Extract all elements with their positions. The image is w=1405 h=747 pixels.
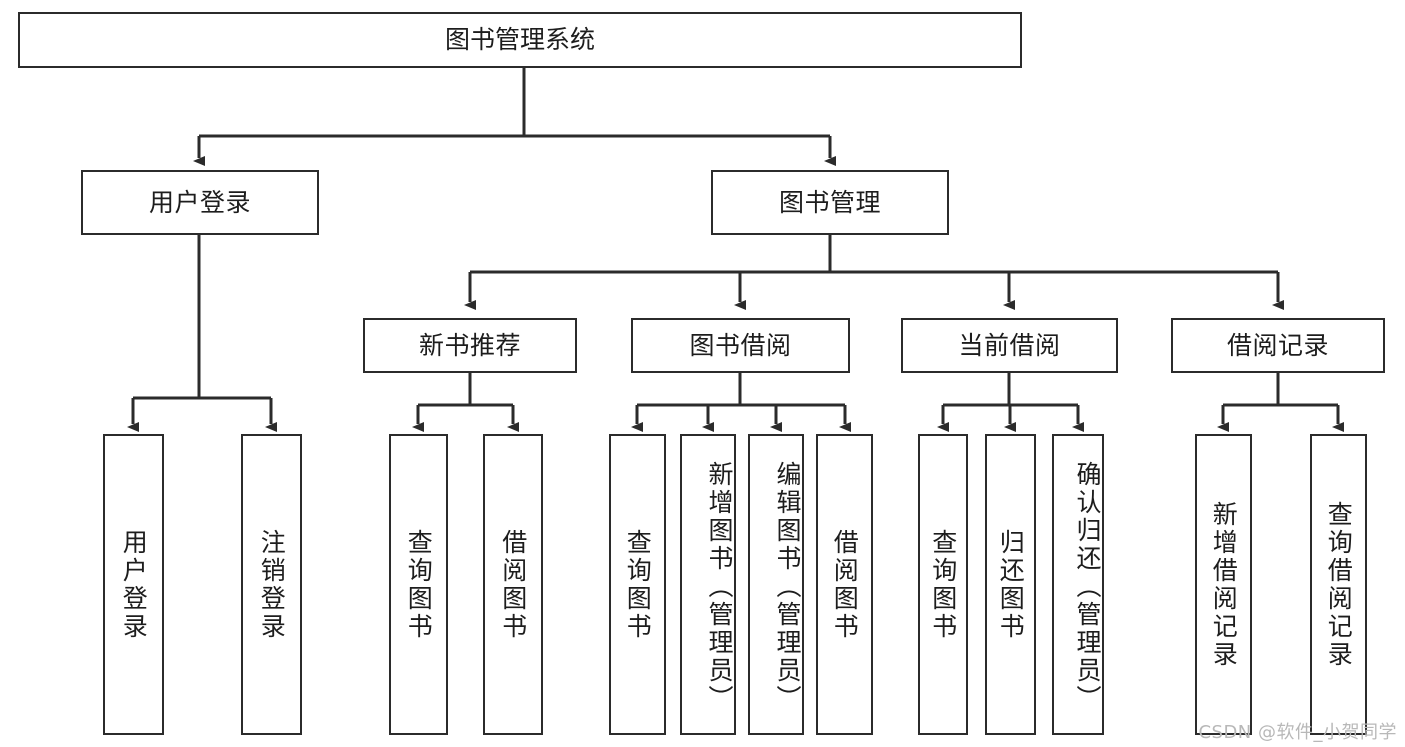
- node-root-label: 图书管理系统: [444, 25, 595, 55]
- node-borrow-records[interactable]: 借阅记录: [1171, 318, 1385, 373]
- node-leaf-borrow-book-new[interactable]: 借阅图书: [483, 434, 543, 735]
- node-new-book-recommend[interactable]: 新书推荐: [363, 318, 577, 373]
- node-leaf-query-book-current-label: 查询图书: [928, 528, 958, 641]
- node-leaf-query-book-current[interactable]: 查询图书: [918, 434, 968, 735]
- node-leaf-query-book-new[interactable]: 查询图书: [389, 434, 448, 735]
- node-leaf-query-borrow-record-label: 查询借阅记录: [1324, 500, 1354, 669]
- node-user-login[interactable]: 用户登录: [81, 170, 319, 235]
- node-user-login-label: 用户登录: [148, 187, 251, 217]
- node-book-borrow[interactable]: 图书借阅: [631, 318, 850, 373]
- node-leaf-borrow-book-label: 借阅图书: [830, 528, 860, 641]
- node-leaf-query-book-borrow[interactable]: 查询图书: [609, 434, 666, 735]
- node-leaf-user-login-label: 用户登录: [119, 528, 149, 641]
- node-borrow-records-label: 借阅记录: [1226, 330, 1329, 360]
- node-book-management-label: 图书管理: [778, 187, 881, 217]
- node-leaf-query-borrow-record[interactable]: 查询借阅记录: [1310, 434, 1367, 735]
- node-leaf-logout-label: 注销登录: [257, 528, 287, 641]
- node-book-borrow-label: 图书借阅: [689, 330, 792, 360]
- node-new-book-recommend-label: 新书推荐: [418, 330, 521, 360]
- node-leaf-add-book-admin-label: 新增图书（管理员）: [705, 460, 734, 713]
- node-current-borrow[interactable]: 当前借阅: [901, 318, 1118, 373]
- node-leaf-add-borrow-record-label: 新增借阅记录: [1209, 500, 1239, 669]
- node-book-management[interactable]: 图书管理: [711, 170, 949, 235]
- node-leaf-user-login[interactable]: 用户登录: [103, 434, 164, 735]
- node-leaf-query-book-new-label: 查询图书: [404, 528, 434, 641]
- node-leaf-return-book-label: 归还图书: [996, 528, 1026, 641]
- node-leaf-query-book-borrow-label: 查询图书: [623, 528, 653, 641]
- node-leaf-logout[interactable]: 注销登录: [241, 434, 302, 735]
- node-leaf-edit-book-admin-label: 编辑图书（管理员）: [773, 460, 802, 713]
- node-root-system[interactable]: 图书管理系统: [18, 12, 1022, 68]
- node-leaf-confirm-return-admin[interactable]: 确认归还（管理员）: [1052, 434, 1104, 735]
- node-leaf-add-borrow-record[interactable]: 新增借阅记录: [1195, 434, 1252, 735]
- node-leaf-return-book[interactable]: 归还图书: [985, 434, 1036, 735]
- node-leaf-borrow-book-new-label: 借阅图书: [498, 528, 528, 641]
- watermark-text: CSDN @软件_小贺同学: [1198, 722, 1397, 743]
- node-leaf-borrow-book[interactable]: 借阅图书: [816, 434, 873, 735]
- node-leaf-add-book-admin[interactable]: 新增图书（管理员）: [680, 434, 736, 735]
- node-leaf-confirm-return-admin-label: 确认归还（管理员）: [1073, 460, 1102, 713]
- node-current-borrow-label: 当前借阅: [958, 330, 1061, 360]
- node-leaf-edit-book-admin[interactable]: 编辑图书（管理员）: [748, 434, 804, 735]
